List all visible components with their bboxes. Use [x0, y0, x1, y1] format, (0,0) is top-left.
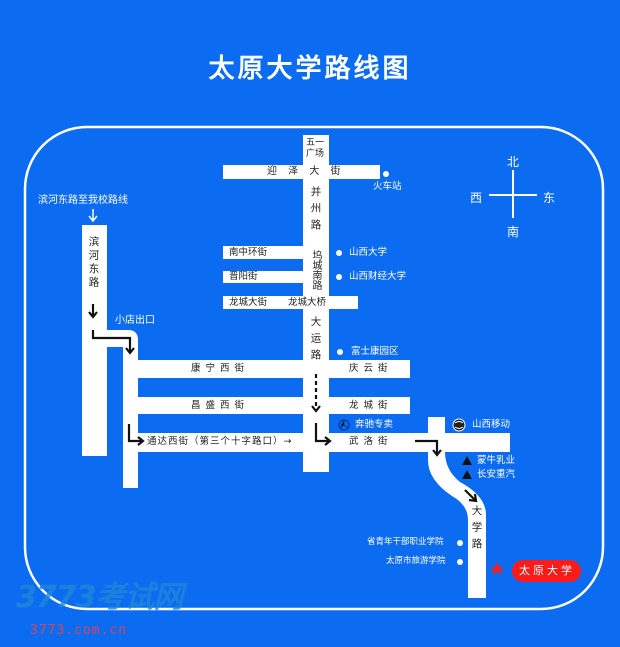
arrow-diagonal-icon: [464, 489, 476, 501]
arrow-turn-icon: [127, 424, 142, 443]
watermark-url: 3773.com.cn: [30, 623, 128, 638]
arrow-turn-icon: [314, 423, 329, 443]
compass-north: 北: [507, 155, 520, 169]
label-mengniu: 蒙牛乳业: [477, 455, 516, 466]
road-changsheng-longcheng: [138, 397, 410, 414]
road-label-nanzhonghuan: 南中环街: [229, 247, 268, 258]
road-label-kangning-west: 康宁西街: [191, 363, 250, 374]
dot-icon: [336, 274, 342, 280]
star-icon: [490, 562, 504, 575]
road-jinyang: [223, 271, 303, 283]
route-arrows: [88, 304, 478, 503]
road-nanzhonghuan: [223, 246, 303, 259]
dot-icon: [383, 171, 389, 177]
road-label-longcheng-st: 龙城大街: [229, 297, 268, 308]
label-foxconn: 富士康园区: [351, 346, 399, 357]
compass-south: 南: [507, 225, 520, 239]
label-benz: 奔驰专卖: [355, 419, 394, 430]
route-caption: 滨河东路至我校路线: [38, 195, 128, 206]
label-destination: 太原大学: [519, 564, 575, 577]
road-binhe-east: [82, 225, 107, 456]
dot-icon: [457, 540, 463, 546]
triangle-icon: [462, 456, 472, 465]
triangle-icon: [462, 470, 472, 479]
road-label-dayun: 大运路: [309, 316, 322, 366]
road-daxue: [428, 452, 486, 598]
label-tourism-college: 太原市旅游学院: [386, 556, 446, 566]
road-label-yingze: 迎 泽 大 街: [267, 166, 345, 177]
road-wuluo: [329, 433, 510, 452]
benz-logo-icon: [338, 419, 350, 431]
compass-icon: [489, 170, 537, 218]
road-label-jinyang: 晋阳街: [229, 271, 258, 282]
road-label-wuyi-2: 广场: [306, 149, 325, 159]
arrow-turn-icon: [91, 330, 132, 352]
compass-east: 东: [543, 191, 556, 205]
label-china-mobile: 山西移动: [472, 419, 511, 430]
road-label-daxue: 大学路: [470, 505, 483, 555]
road-tongda-west: [138, 433, 303, 452]
destination-badge: [512, 560, 581, 582]
road-label-wuluo: 武洛街: [349, 436, 393, 447]
road-yingze: [223, 165, 380, 179]
road-label-qingyun: 庆云街: [349, 363, 393, 374]
label-shanxi-finance-univ: 山西财经大学: [349, 271, 407, 282]
road-kangning-qingyun: [138, 360, 410, 378]
label-changan: 长安重汽: [477, 469, 516, 480]
road-label-bingzhou: 并州路: [309, 186, 322, 236]
dot-icon: [457, 559, 463, 565]
road-label-longcheng-bridge: 龙城大桥: [288, 297, 327, 308]
road-label-changsheng-west: 昌盛西街: [191, 400, 250, 411]
dot-icon: [336, 250, 342, 256]
label-shanxi-univ: 山西大学: [349, 247, 388, 258]
label-train-station: 火车站: [373, 181, 402, 192]
page-title: 太原大学路线图: [208, 54, 412, 84]
label-youth-cadre-college: 省青年干部职业学院: [367, 537, 444, 547]
road-longcheng-st: [223, 296, 358, 309]
compass-west: 西: [470, 191, 483, 205]
map-border: [23, 125, 605, 611]
arrow-turn-icon: [415, 439, 439, 454]
road-label-tongda-west: 通达西街（第三个十字路口）→: [147, 436, 293, 447]
road-xiaodian-exit: [107, 330, 138, 488]
roads: [82, 135, 510, 598]
road-stub: [428, 417, 445, 433]
road-label-wuyi-1: 五一: [306, 138, 325, 148]
road-label-wucheng-south: 坞城南路: [310, 250, 321, 290]
watermark-logo: 3773考试网: [16, 580, 183, 615]
poi-dots: [336, 171, 463, 565]
road-label-binhe-east: 滨河东路: [87, 236, 100, 290]
road-label-longcheng: 龙城街: [349, 400, 393, 411]
label-xiaodian-exit: 小店出口: [115, 315, 155, 326]
china-mobile-logo-icon: [452, 418, 466, 432]
dot-icon: [337, 349, 343, 355]
